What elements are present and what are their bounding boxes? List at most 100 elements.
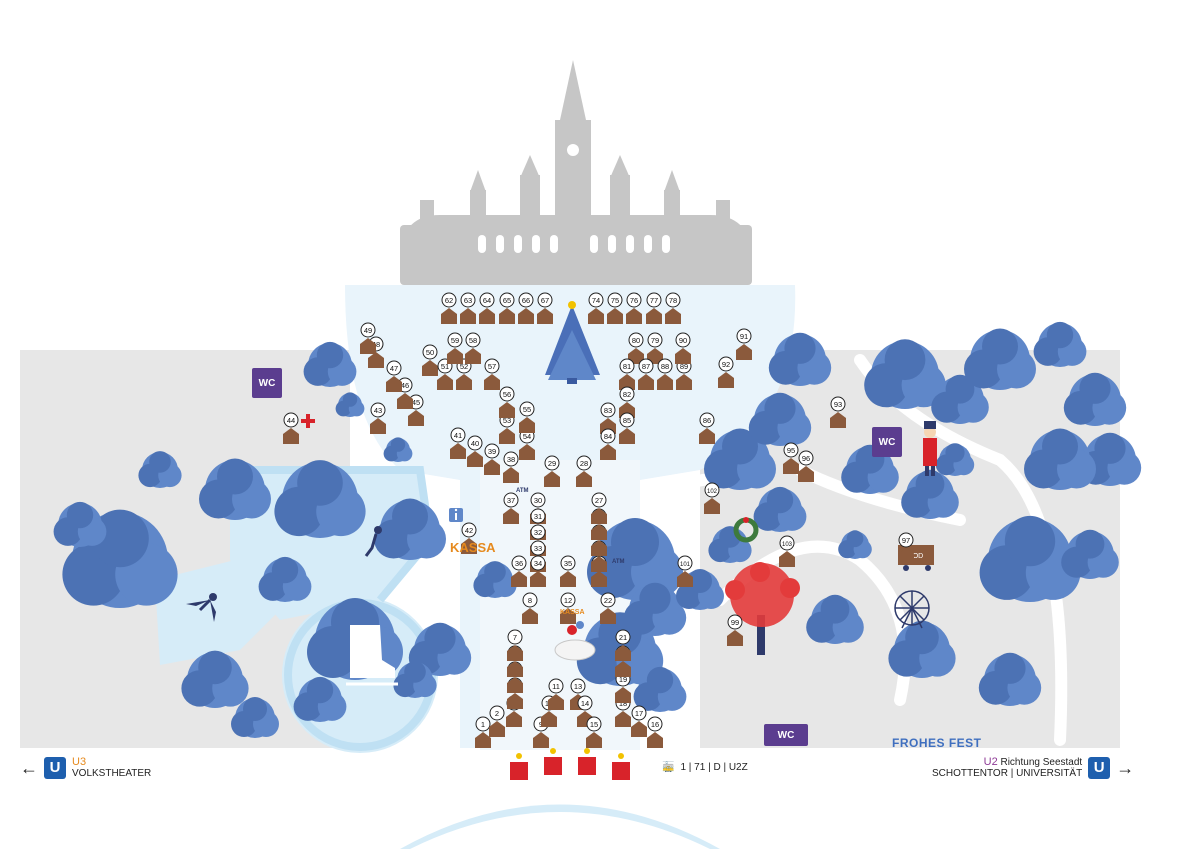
stall-45[interactable]: 45	[408, 394, 424, 426]
stall-number: 65	[503, 296, 511, 305]
stall-93[interactable]: 93	[830, 396, 846, 428]
stall-76[interactable]: 76	[626, 292, 642, 324]
tree-icon	[838, 530, 872, 559]
stall-67[interactable]: 67	[537, 292, 553, 324]
stall-102[interactable]: 102	[704, 482, 720, 514]
stall-number-badge	[450, 427, 466, 443]
station-name: VOLKSTHEATER	[72, 768, 152, 779]
stall-21[interactable]: 21	[615, 629, 631, 661]
stall-11[interactable]: 11	[548, 678, 564, 710]
stall-84[interactable]: 84	[600, 428, 616, 460]
stall-103[interactable]: 103	[779, 535, 795, 567]
hut-icon	[507, 661, 523, 677]
stall-28[interactable]: 28	[576, 455, 592, 487]
stall-number: 34	[534, 559, 542, 568]
info-icon	[449, 508, 463, 522]
stall-77[interactable]: 77	[646, 292, 662, 324]
tree-icon	[408, 622, 472, 676]
stall-29[interactable]: 29	[544, 455, 560, 487]
tree-icon	[231, 697, 279, 738]
stall-35[interactable]: 35	[560, 555, 576, 587]
stall-99[interactable]: 99	[727, 614, 743, 646]
stall-22[interactable]: 22	[600, 592, 616, 624]
stall-8[interactable]: 8	[522, 592, 538, 624]
city-hall-icon	[400, 60, 752, 285]
stall-75[interactable]: 75	[607, 292, 623, 324]
stall-50[interactable]: 50	[422, 344, 438, 376]
stall-63[interactable]: 63	[460, 292, 476, 324]
stall-44[interactable]: 44	[283, 412, 299, 444]
stall-64[interactable]: 64	[479, 292, 495, 324]
hut-icon	[507, 645, 523, 661]
tree-icon	[1033, 321, 1087, 367]
stall-56[interactable]: 56	[499, 386, 515, 418]
stall-86[interactable]: 86	[699, 412, 715, 444]
stall-15[interactable]: 15	[586, 716, 602, 748]
transit-left[interactable]: ← U U3 VOLKSTHEATER	[20, 756, 151, 779]
stall-62[interactable]: 62	[441, 292, 457, 324]
stall-74[interactable]: 74	[588, 292, 604, 324]
stall-92[interactable]: 92	[718, 356, 734, 388]
stall-87[interactable]: 87	[638, 358, 654, 390]
stall-number: 30	[534, 496, 542, 505]
stall-66[interactable]: 66	[518, 292, 534, 324]
arrow-left-icon: ←	[20, 757, 38, 778]
stall-number-badge	[591, 492, 607, 508]
stall-41[interactable]: 41	[450, 427, 466, 459]
stall-96[interactable]: 96	[798, 450, 814, 482]
stall-79[interactable]: 79	[647, 332, 663, 364]
hut-icon	[798, 466, 814, 482]
tree-icon	[864, 339, 946, 409]
stall-80[interactable]: 80	[628, 332, 644, 364]
hut-icon	[544, 471, 560, 487]
stall-47[interactable]: 47	[386, 360, 402, 392]
stall-number-badge	[503, 492, 519, 508]
stall-number: 57	[488, 362, 496, 371]
stall-42[interactable]: 42	[461, 522, 477, 554]
stall-101[interactable]: 101	[677, 555, 693, 587]
stall-57[interactable]: 57	[484, 358, 500, 390]
stall-number: 79	[651, 336, 659, 345]
stall-number-badge	[704, 482, 720, 498]
stall-number: 63	[464, 296, 472, 305]
stall-38[interactable]: 38	[503, 451, 519, 483]
stall-number-badge	[530, 524, 546, 540]
stall-2[interactable]: 2	[489, 705, 505, 737]
stall-65[interactable]: 65	[499, 292, 515, 324]
stall-number-badge	[283, 412, 299, 428]
tree-icon	[623, 582, 687, 636]
stall-16[interactable]: 16	[647, 716, 663, 748]
stall-27[interactable]: 27	[591, 492, 607, 524]
stall-90[interactable]: 90	[675, 332, 691, 364]
stall-17[interactable]: 17	[631, 705, 647, 737]
stall-59[interactable]: 59	[447, 332, 463, 364]
stall-88[interactable]: 88	[657, 358, 673, 390]
stall-55[interactable]: 55	[519, 401, 535, 433]
stall-34[interactable]: 34	[530, 555, 546, 587]
stall-58[interactable]: 58	[465, 332, 481, 364]
stall-97[interactable]: 97	[898, 532, 914, 564]
tree-icon	[768, 332, 832, 386]
tree-icon	[979, 515, 1081, 602]
hut-icon	[484, 459, 500, 475]
stall-37[interactable]: 37	[503, 492, 519, 524]
stall-12[interactable]: 12	[560, 592, 576, 624]
stall-number: 96	[802, 454, 810, 463]
stall-78[interactable]: 78	[665, 292, 681, 324]
hut-icon	[518, 308, 534, 324]
hut-icon	[519, 417, 535, 433]
stall-40[interactable]: 40	[467, 435, 483, 467]
stall-49[interactable]: 49	[360, 322, 376, 354]
stall-7[interactable]: 7	[507, 629, 523, 661]
stall-number: 41	[454, 431, 462, 440]
stall-39[interactable]: 39	[484, 443, 500, 475]
stall-81[interactable]: 81	[619, 358, 635, 390]
transit-right[interactable]: U2 Richtung Seestadt SCHOTTENTOR | UNIVE…	[932, 756, 1134, 779]
stall-91[interactable]: 91	[736, 328, 752, 360]
hut-icon	[657, 374, 673, 390]
stall-1[interactable]: 1	[475, 716, 491, 748]
stall-43[interactable]: 43	[370, 402, 386, 434]
stall-85[interactable]: 85	[619, 412, 635, 444]
stall-36[interactable]: 36	[511, 555, 527, 587]
stall-95[interactable]: 95	[783, 442, 799, 474]
